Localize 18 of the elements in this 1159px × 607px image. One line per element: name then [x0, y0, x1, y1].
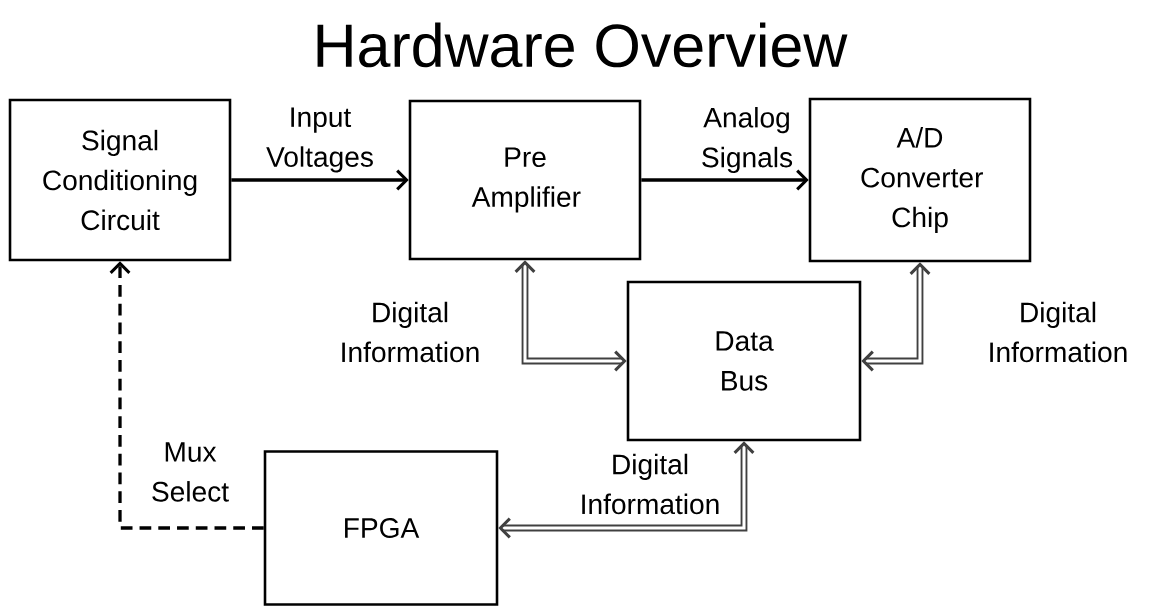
block-box: Signal Conditioning Circuit	[8, 98, 232, 262]
arrow	[641, 169, 809, 191]
title: Hardware Overview	[317, 22, 848, 68]
edge-label: Digital Information	[582, 453, 719, 515]
arrow	[514, 260, 627, 372]
edge-label: Digital Information	[990, 301, 1127, 363]
edge-label: Digital Information	[342, 301, 479, 363]
edge-label: Analog Signals	[702, 107, 793, 174]
edge-label: Input Voltages	[266, 107, 373, 173]
arrow	[498, 441, 755, 539]
block-box: Data Bus	[626, 280, 862, 442]
edge-label: Mux Select	[152, 442, 229, 502]
block-box: Pre Amplifier	[408, 99, 642, 261]
arrow	[861, 262, 931, 372]
block-box: FPGA	[263, 450, 499, 606]
block-box: A/D Converter Chip	[808, 97, 1032, 263]
arrow	[109, 261, 264, 530]
arrow	[231, 169, 409, 191]
